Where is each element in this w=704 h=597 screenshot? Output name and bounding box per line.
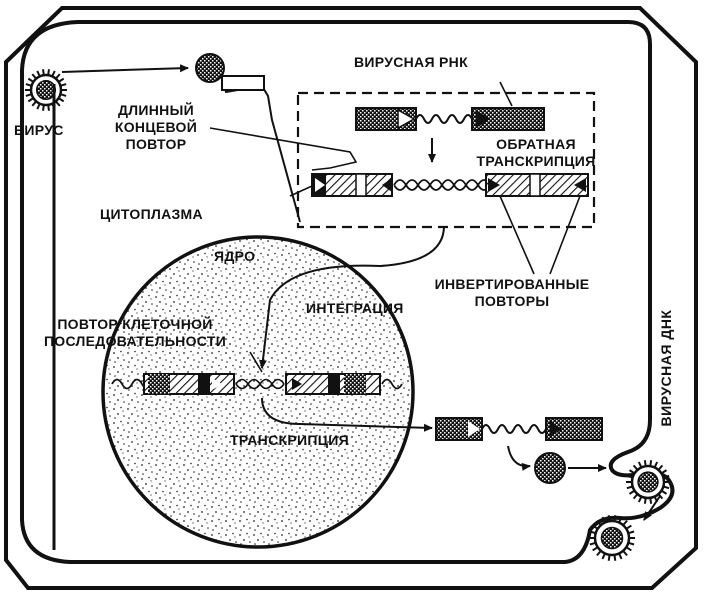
- ltr-label-line2: КОНЦЕВОЙ: [114, 119, 198, 135]
- viral-dna-label: ВИРУСНАЯ ДНК: [658, 309, 674, 427]
- viral-rna-molecule: [355, 107, 545, 131]
- rna-strand: [415, 114, 473, 124]
- inverted-repeats-line2: ПОВТОРЫ: [474, 293, 550, 309]
- inverted-repeats-label: ИНВЕРТИРОВАННЫЕ ПОВТОРЫ: [420, 276, 604, 310]
- reverse-transcription-label: ОБРАТНАЯ ТРАНСКРИПЦИЯ: [456, 136, 616, 170]
- reverse-transcription-line2: ТРАНСКРИПЦИЯ: [476, 153, 596, 169]
- host-repeat-line1: ПОВТОР КЛЕТОЧНОЙ: [57, 316, 213, 332]
- integrated-provirus: [111, 373, 403, 395]
- released-virus: [589, 515, 635, 561]
- inverted-repeat-pointer-3: [289, 185, 313, 197]
- integration-arrow: [258, 225, 445, 369]
- ltr-label-line3: ПОВТОР: [125, 136, 187, 152]
- viral-rna-pointer: [499, 81, 513, 107]
- ltr-label: ДЛИННЫЙ КОНЦЕВОЙ ПОВТОР: [92, 102, 220, 153]
- integration-label: ИНТЕГРАЦИЯ: [306, 300, 404, 316]
- cell-wall-outer: [3, 6, 698, 590]
- cytoplasm-label: ЦИТОПЛАЗМА: [100, 206, 203, 222]
- inverted-repeat-pointer-2: [549, 195, 581, 275]
- virus-core: [637, 471, 659, 493]
- viral-dna-molecule: [311, 173, 589, 197]
- nucleus: [101, 235, 415, 549]
- budding-virus: [626, 460, 670, 504]
- inverted-repeats-line1: ИНВЕРТИРОВАННЫЕ: [434, 276, 590, 292]
- reverse-transcription-box: [296, 91, 596, 229]
- new-viral-core: [534, 452, 566, 484]
- cell-membrane-inner: [20, 20, 675, 564]
- host-repeat-label: ПОВТОР КЛЕТОЧНОЙ ПОСЛЕДОВАТЕЛЬНОСТИ: [30, 316, 240, 350]
- dna-double-helix: [393, 179, 491, 191]
- virus-particle-incoming: [25, 69, 67, 111]
- reverse-transcription-line1: ОБРАТНАЯ: [496, 136, 576, 152]
- core-release-box: [221, 75, 265, 91]
- viral-rna-label: ВИРУСНАЯ РНК: [354, 54, 468, 70]
- viral-core: [195, 53, 225, 83]
- transcription-arrow: [261, 397, 433, 432]
- entry-arrow: [61, 64, 189, 73]
- host-repeat-pointer: [249, 351, 263, 373]
- assembly-arrow: [507, 445, 531, 471]
- inverted-repeat-pointer-1: [499, 195, 535, 275]
- release-arrow: [643, 495, 661, 521]
- ltr-label-line1: ДЛИННЫЙ: [118, 102, 194, 118]
- nucleus-label: ЯДРО: [214, 248, 256, 264]
- new-viral-rna: [435, 417, 603, 441]
- core-release-path: [221, 75, 301, 223]
- host-repeat-line2: ПОСЛЕДОВАТЕЛЬНОСТИ: [43, 333, 227, 349]
- transcription-label: ТРАНСКРИПЦИЯ: [230, 432, 349, 448]
- virus-core: [600, 526, 624, 550]
- virus-label: ВИРУС: [14, 122, 64, 138]
- ltr-pointer: [209, 127, 358, 171]
